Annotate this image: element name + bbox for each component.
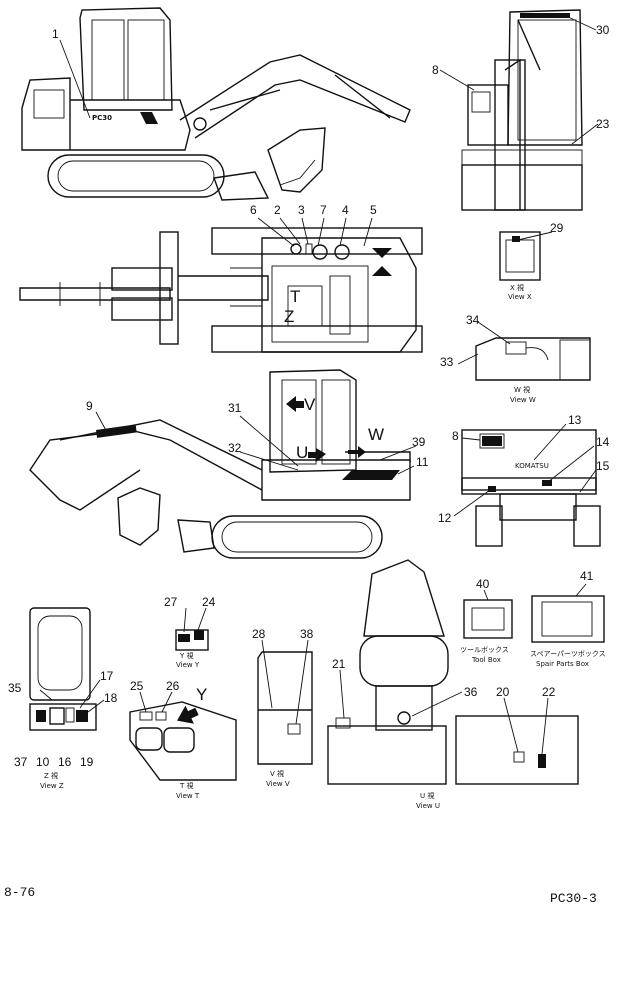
view-x-panel <box>499 231 541 281</box>
callout-9: 9 <box>86 399 93 413</box>
callout-37: 37 <box>14 755 28 769</box>
tool-box-caption: Tool Box <box>471 656 501 664</box>
callout-24: 24 <box>202 595 216 609</box>
view-marker-t: T <box>290 287 300 306</box>
callout-7: 7 <box>320 203 327 217</box>
excavator-side-view-top: PC30 <box>21 7 411 201</box>
view-captions: X 視 View X W 視 View W Y 視 View Y Z 視 Vie… <box>40 283 606 810</box>
view-t-caption-jp: T 視 <box>179 781 194 790</box>
view-t-panel <box>129 701 237 781</box>
callout-41: 41 <box>580 569 594 583</box>
view-marker-y: Y <box>196 685 207 704</box>
callout-3: 3 <box>298 203 305 217</box>
callout-20: 20 <box>496 685 510 699</box>
callout-8-rear: 8 <box>452 429 459 443</box>
callout-31: 31 <box>228 401 242 415</box>
callout-12: 12 <box>438 511 452 525</box>
callout-33: 33 <box>440 355 454 369</box>
callout-38: 38 <box>300 627 314 641</box>
tool-box-caption-jp: ツールボックス <box>460 646 509 654</box>
callout-11: 11 <box>416 455 429 469</box>
view-marker-u: U <box>296 443 308 462</box>
callout-34: 34 <box>466 313 480 327</box>
callout-2: 2 <box>274 203 281 217</box>
model-code: PC30-3 <box>550 891 597 906</box>
spare-box-caption-jp: スペアーパーツボックス <box>530 650 606 658</box>
callout-25: 25 <box>130 679 144 693</box>
view-u-caption-jp: U 視 <box>420 791 434 800</box>
view-marker-v: V <box>304 395 316 414</box>
callout-5: 5 <box>370 203 377 217</box>
view-v-caption-jp: V 視 <box>270 769 284 778</box>
callout-16: 16 <box>58 755 72 769</box>
view-marker-w: W <box>368 425 384 444</box>
excavator-front-view <box>461 9 583 211</box>
callout-10: 10 <box>36 755 50 769</box>
box-panel <box>455 715 579 785</box>
callout-39: 39 <box>412 435 426 449</box>
callout-6: 6 <box>250 203 257 217</box>
view-w-caption-jp: W 視 <box>514 385 530 394</box>
spare-parts-box-decal <box>531 595 605 643</box>
callout-23: 23 <box>596 117 610 131</box>
view-markers: V U W Y T Z <box>196 287 384 704</box>
brand-decal-rear: KOMATSU <box>515 462 549 470</box>
callout-35: 35 <box>8 681 22 695</box>
view-w-panel <box>475 337 591 381</box>
callout-15: 15 <box>596 459 610 473</box>
callout-32: 32 <box>228 441 242 455</box>
callout-36: 36 <box>464 685 478 699</box>
excavator-rear-view: KOMATSU <box>461 429 601 547</box>
leader-lines <box>39 15 599 755</box>
callout-26: 26 <box>166 679 180 693</box>
view-y-panel <box>175 629 209 651</box>
callout-14: 14 <box>596 435 610 449</box>
view-marker-z: Z <box>284 307 294 326</box>
callout-21: 21 <box>332 657 346 671</box>
view-t-caption: View T <box>176 792 200 800</box>
view-y-caption: View Y <box>176 661 200 669</box>
callout-40: 40 <box>476 577 490 591</box>
callout-28: 28 <box>252 627 266 641</box>
callout-13: 13 <box>568 413 582 427</box>
callout-4: 4 <box>342 203 349 217</box>
callout-8-front: 8 <box>432 63 439 77</box>
tool-box-decal <box>463 599 513 639</box>
view-x-caption: View X <box>508 293 532 301</box>
view-y-caption-jp: Y 視 <box>179 651 194 660</box>
view-u-caption: View U <box>416 802 440 810</box>
view-v-panel <box>257 651 313 765</box>
callout-27: 27 <box>164 595 178 609</box>
callout-19: 19 <box>80 755 94 769</box>
spare-box-caption: Spair Parts Box <box>536 660 589 668</box>
view-z-panel <box>29 607 97 731</box>
view-u-panel <box>327 559 449 785</box>
callout-22: 22 <box>542 685 556 699</box>
view-x-caption-jp: X 視 <box>510 283 524 292</box>
view-z-caption: View Z <box>40 782 64 790</box>
view-v-caption: View V <box>266 780 290 788</box>
page-footer: 8-76 PC30-3 <box>4 885 597 906</box>
callout-18: 18 <box>104 691 118 705</box>
callout-17: 17 <box>100 669 114 683</box>
view-z-caption-jp: Z 視 <box>44 771 58 780</box>
callout-numbers: 1 30 8 23 6 2 3 7 4 5 29 34 33 9 31 32 3… <box>8 23 610 769</box>
view-w-caption: View W <box>510 396 536 404</box>
excavator-top-view <box>19 227 423 353</box>
page-number: 8-76 <box>4 885 35 900</box>
excavator-side-view-rear <box>29 369 411 559</box>
callout-29: 29 <box>550 221 564 235</box>
callout-30: 30 <box>596 23 610 37</box>
model-decal-side: PC30 <box>92 114 112 122</box>
callout-1: 1 <box>52 27 59 41</box>
